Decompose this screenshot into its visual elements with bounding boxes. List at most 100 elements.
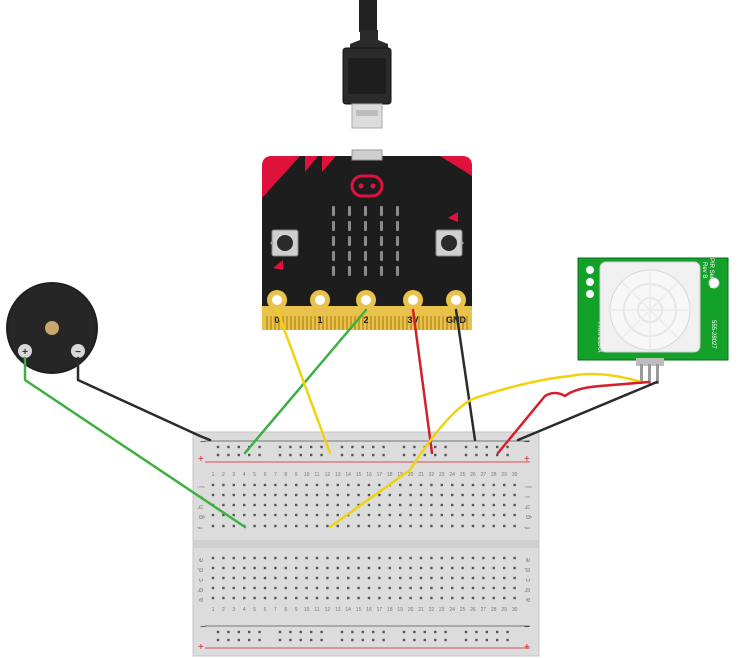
breadboard-hole[interactable] <box>402 638 406 642</box>
breadboard-hole[interactable] <box>409 586 412 590</box>
breadboard-hole[interactable] <box>347 576 350 580</box>
breadboard-hole[interactable] <box>222 566 225 570</box>
breadboard-hole[interactable] <box>263 586 267 590</box>
button-b[interactable] <box>435 212 464 257</box>
breadboard-hole[interactable] <box>451 503 454 507</box>
breadboard-hole[interactable] <box>399 493 402 497</box>
breadboard-hole[interactable] <box>440 524 443 528</box>
breadboard-hole[interactable] <box>430 596 433 600</box>
breadboard-hole[interactable] <box>503 493 506 497</box>
breadboard-hole[interactable] <box>382 445 385 449</box>
breadboard-hole[interactable] <box>263 483 267 487</box>
breadboard-hole[interactable] <box>258 638 261 642</box>
breadboard-hole[interactable] <box>482 483 485 487</box>
breadboard-hole[interactable] <box>388 556 391 560</box>
breadboard-hole[interactable] <box>419 566 423 570</box>
breadboard-hole[interactable] <box>461 576 464 580</box>
breadboard-hole[interactable] <box>388 596 391 600</box>
breadboard-hole[interactable] <box>253 556 256 560</box>
breadboard-hole[interactable] <box>461 493 464 497</box>
wire-gnd-black[interactable] <box>454 308 477 442</box>
breadboard-hole[interactable] <box>492 513 495 517</box>
breadboard-hole[interactable] <box>227 453 230 457</box>
breadboard-hole[interactable] <box>503 503 506 507</box>
breadboard-hole[interactable] <box>451 483 454 487</box>
breadboard-hole[interactable] <box>485 445 488 449</box>
breadboard-hole[interactable] <box>336 483 339 487</box>
breadboard-hole[interactable] <box>243 513 246 517</box>
breadboard-hole[interactable] <box>503 524 506 528</box>
breadboard-hole[interactable] <box>372 445 375 449</box>
breadboard-hole[interactable] <box>243 483 246 487</box>
breadboard-hole[interactable] <box>419 524 423 528</box>
breadboard-hole[interactable] <box>232 513 235 517</box>
breadboard-hole[interactable] <box>227 638 230 642</box>
breadboard-hole[interactable] <box>361 638 364 642</box>
breadboard-hole[interactable] <box>419 503 423 507</box>
wire-buzzer-plus[interactable] <box>23 356 247 529</box>
breadboard-hole[interactable] <box>492 596 495 600</box>
breadboard-hole[interactable] <box>513 556 516 560</box>
breadboard-hole[interactable] <box>444 445 447 449</box>
breadboard-hole[interactable] <box>399 524 402 528</box>
breadboard-hole[interactable] <box>409 503 412 507</box>
breadboard-hole[interactable] <box>310 445 313 449</box>
breadboard-hole[interactable] <box>357 483 360 487</box>
breadboard-hole[interactable] <box>274 524 277 528</box>
breadboard-hole[interactable] <box>464 630 468 634</box>
breadboard-hole[interactable] <box>492 566 495 570</box>
pin-1[interactable]: 1 <box>310 290 330 325</box>
breadboard-hole[interactable] <box>315 503 319 507</box>
breadboard-hole[interactable] <box>232 596 235 600</box>
breadboard-hole[interactable] <box>464 445 468 449</box>
breadboard-hole[interactable] <box>513 596 516 600</box>
breadboard-hole[interactable] <box>211 513 215 517</box>
breadboard-hole[interactable] <box>361 453 364 457</box>
breadboard-hole[interactable] <box>274 596 277 600</box>
breadboard-hole[interactable] <box>305 596 308 600</box>
breadboard-hole[interactable] <box>367 596 371 600</box>
breadboard-hole[interactable] <box>336 556 339 560</box>
breadboard-hole[interactable] <box>409 556 412 560</box>
breadboard-hole[interactable] <box>253 566 256 570</box>
breadboard-hole[interactable] <box>340 630 344 634</box>
breadboard-hole[interactable] <box>347 566 350 570</box>
breadboard-hole[interactable] <box>399 556 402 560</box>
breadboard-hole[interactable] <box>475 630 478 634</box>
breadboard-hole[interactable] <box>503 586 506 590</box>
breadboard-hole[interactable] <box>419 513 423 517</box>
breadboard-hole[interactable] <box>367 513 371 517</box>
breadboard-hole[interactable] <box>326 566 329 570</box>
breadboard-hole[interactable] <box>485 453 488 457</box>
breadboard-hole[interactable] <box>211 566 215 570</box>
breadboard-hole[interactable] <box>232 576 235 580</box>
breadboard-hole[interactable] <box>248 638 251 642</box>
breadboard-hole[interactable] <box>243 503 246 507</box>
breadboard-hole[interactable] <box>492 493 495 497</box>
breadboard-hole[interactable] <box>513 513 516 517</box>
breadboard-hole[interactable] <box>461 483 464 487</box>
breadboard-hole[interactable] <box>237 453 240 457</box>
breadboard-hole[interactable] <box>347 596 350 600</box>
breadboard-hole[interactable] <box>320 638 323 642</box>
breadboard-hole[interactable] <box>430 483 433 487</box>
breadboard-hole[interactable] <box>475 638 478 642</box>
breadboard-hole[interactable] <box>440 566 443 570</box>
breadboard-hole[interactable] <box>423 630 426 634</box>
breadboard-hole[interactable] <box>367 576 371 580</box>
breadboard-hole[interactable] <box>305 493 308 497</box>
breadboard-hole[interactable] <box>278 638 282 642</box>
breadboard-hole[interactable] <box>378 566 381 570</box>
breadboard-hole[interactable] <box>336 566 339 570</box>
breadboard-hole[interactable] <box>253 503 256 507</box>
breadboard-hole[interactable] <box>409 576 412 580</box>
breadboard-hole[interactable] <box>506 638 509 642</box>
breadboard-hole[interactable] <box>347 556 350 560</box>
breadboard-hole[interactable] <box>430 586 433 590</box>
breadboard-hole[interactable] <box>295 576 298 580</box>
breadboard-hole[interactable] <box>295 503 298 507</box>
wire-pir-out-yellow[interactable] <box>328 372 643 529</box>
breadboard-hole[interactable] <box>222 556 225 560</box>
breadboard-hole[interactable] <box>222 513 225 517</box>
breadboard-hole[interactable] <box>315 556 319 560</box>
